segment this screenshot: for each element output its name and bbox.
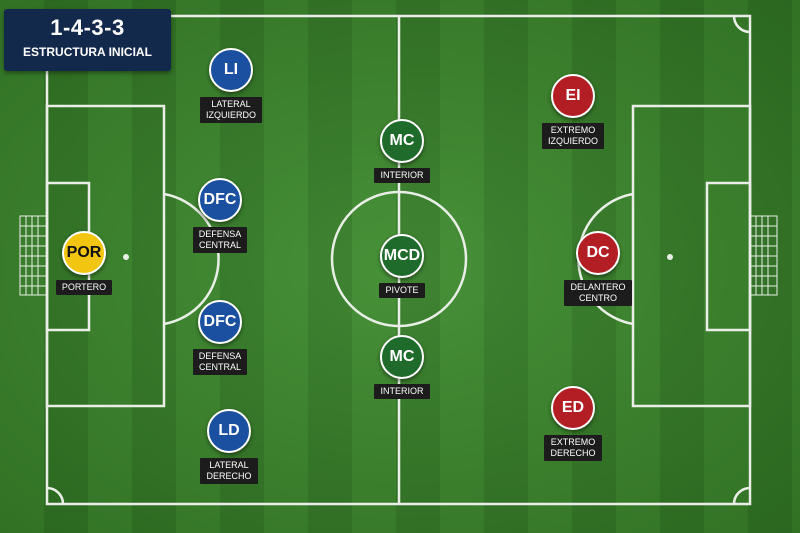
player-circle: ED <box>551 386 595 430</box>
player-circle: DFC <box>198 300 242 344</box>
formation-title: 1-4-3-3 <box>50 15 125 40</box>
player-midfielder-right: MC INTERIOR <box>337 335 467 399</box>
player-role-label: INTERIOR <box>374 384 430 399</box>
player-goalkeeper: POR PORTERO <box>19 231 149 295</box>
player-role-label: PIVOTE <box>379 283 425 298</box>
player-circle: MC <box>380 335 424 379</box>
formation-title-box: 1-4-3-3 ESTRUCTURA INICIAL <box>4 9 171 71</box>
player-circle: DFC <box>198 178 242 222</box>
goal-left <box>19 215 48 296</box>
player-circle: LI <box>209 48 253 92</box>
formation-subtitle: ESTRUCTURA INICIAL <box>23 45 152 59</box>
player-circle: MC <box>380 119 424 163</box>
player-circle: POR <box>62 231 106 275</box>
player-midfielder-left: MC INTERIOR <box>337 119 467 183</box>
player-circle: DC <box>576 231 620 275</box>
player-circle: LD <box>207 409 251 453</box>
goal-right <box>749 215 778 296</box>
player-defensive-midfielder: MCD PIVOTE <box>337 234 467 298</box>
player-circle: EI <box>551 74 595 118</box>
player-circle: MCD <box>380 234 424 278</box>
player-role-label: INTERIOR <box>374 168 430 183</box>
player-role-label: PORTERO <box>55 280 113 295</box>
